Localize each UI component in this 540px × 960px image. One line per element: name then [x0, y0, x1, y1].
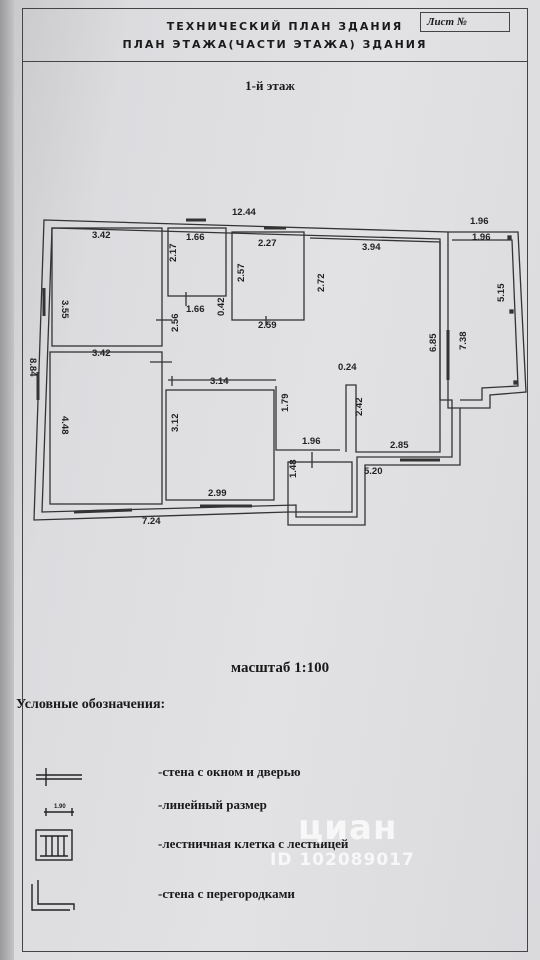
dim-room5-top: 3.42	[92, 348, 111, 359]
watermark-brand: циан	[298, 808, 398, 848]
dim-annex-side: 5.15	[496, 283, 507, 302]
sheet-number-box: Лист №	[420, 12, 510, 32]
room-5	[49, 351, 163, 505]
room-3	[231, 231, 305, 321]
legend-staircase-symbol	[35, 829, 73, 861]
dim-room6-top: 3.14	[210, 376, 229, 387]
dim-room4-right: 6.85	[428, 333, 439, 352]
dim-bottom-total: 7.24	[142, 516, 161, 527]
dim-top-total: 12.44	[232, 207, 256, 218]
dim-room1-top: 3.42	[92, 230, 111, 241]
legend-item-linear-dimension: -линейный размер	[158, 797, 267, 812]
dim-room6-side: 3.12	[170, 414, 181, 433]
dim-room2-top: 1.66	[186, 232, 205, 243]
dim-room7-top: 1.96	[302, 436, 321, 447]
watermark-id: ID 102089017	[270, 850, 415, 870]
annex-wall	[448, 231, 527, 409]
legend-title: Условные обозначения:	[16, 697, 166, 712]
page-curl	[0, 0, 14, 960]
header-block	[22, 8, 528, 62]
legend-item-wall-door: -стена с окном и дверью	[158, 764, 301, 779]
outer-wall	[33, 219, 461, 526]
legend-item-staircase: -лестничная клетка с лестницей	[158, 836, 349, 851]
legend-wall-door-symbol	[36, 768, 82, 786]
dim-room7-side: 1.48	[288, 460, 299, 479]
dim-annex-top-outer: 1.96	[470, 216, 489, 227]
title-line-1: ТЕХНИЧЕСКИЙ ПЛАН ЗДАНИЯ	[166, 20, 404, 33]
scale-label: масштаб 1:100	[230, 660, 330, 676]
dim-room7-right: 5.20	[364, 466, 383, 477]
dim-room6-bottom: 2.99	[208, 488, 227, 499]
dim-room4-top: 3.94	[362, 242, 381, 253]
corridor-wall	[275, 386, 340, 451]
room-6	[165, 389, 275, 501]
dim-room4-bottom: 2.85	[390, 440, 409, 451]
outer-wall-inner	[41, 227, 453, 518]
dim-room4-side: 2.72	[316, 274, 327, 293]
dim-room3-gap: 0.42	[216, 298, 227, 317]
legend-sample-dim: 1.90	[54, 804, 66, 810]
room-7	[287, 461, 353, 513]
dim-room1-side: 3.55	[59, 300, 70, 319]
dim-corridor-side: 2.56	[170, 314, 181, 333]
room-4	[309, 237, 441, 453]
dim-room3-side: 2.57	[236, 264, 247, 283]
room-2	[167, 227, 227, 297]
dim-room2-bottom: 1.66	[186, 304, 205, 315]
dimension-labels: 12.44 3.42 3.55 1.66 2.17 1.66 2.27 2.57…	[27, 207, 507, 527]
legend-linear-dimension-symbol	[44, 808, 74, 816]
dim-room5-side: 4.48	[59, 416, 70, 435]
room-1	[51, 227, 163, 347]
legend-partition-wall-symbol	[31, 880, 75, 911]
legend-item-partition-wall: -стена с перегородками	[158, 886, 295, 901]
dim-room3-bottom: 2.59	[258, 320, 277, 331]
dim-corridor2-side: 1.79	[280, 394, 291, 413]
dim-room2-side: 2.17	[168, 244, 179, 263]
dim-room4-right-outer: 7.38	[458, 332, 469, 351]
floor-label: 1-й этаж	[245, 78, 295, 93]
dim-annex-top-inner: 1.96	[472, 232, 491, 243]
legend-symbols	[31, 768, 82, 911]
watermark: циан ID 102089017	[270, 808, 415, 870]
dim-room4-inner-top: 0.24	[338, 362, 357, 373]
dim-left-total: 8.84	[27, 358, 38, 377]
dim-room3-top: 2.27	[258, 238, 277, 249]
dim-room4-inner-side: 2.42	[354, 398, 365, 417]
title-line-2: ПЛАН ЭТАЖА(ЧАСТИ ЭТАЖА) ЗДАНИЯ	[122, 38, 428, 51]
annex-wall-inner	[452, 239, 519, 401]
drawing-frame	[22, 8, 528, 952]
